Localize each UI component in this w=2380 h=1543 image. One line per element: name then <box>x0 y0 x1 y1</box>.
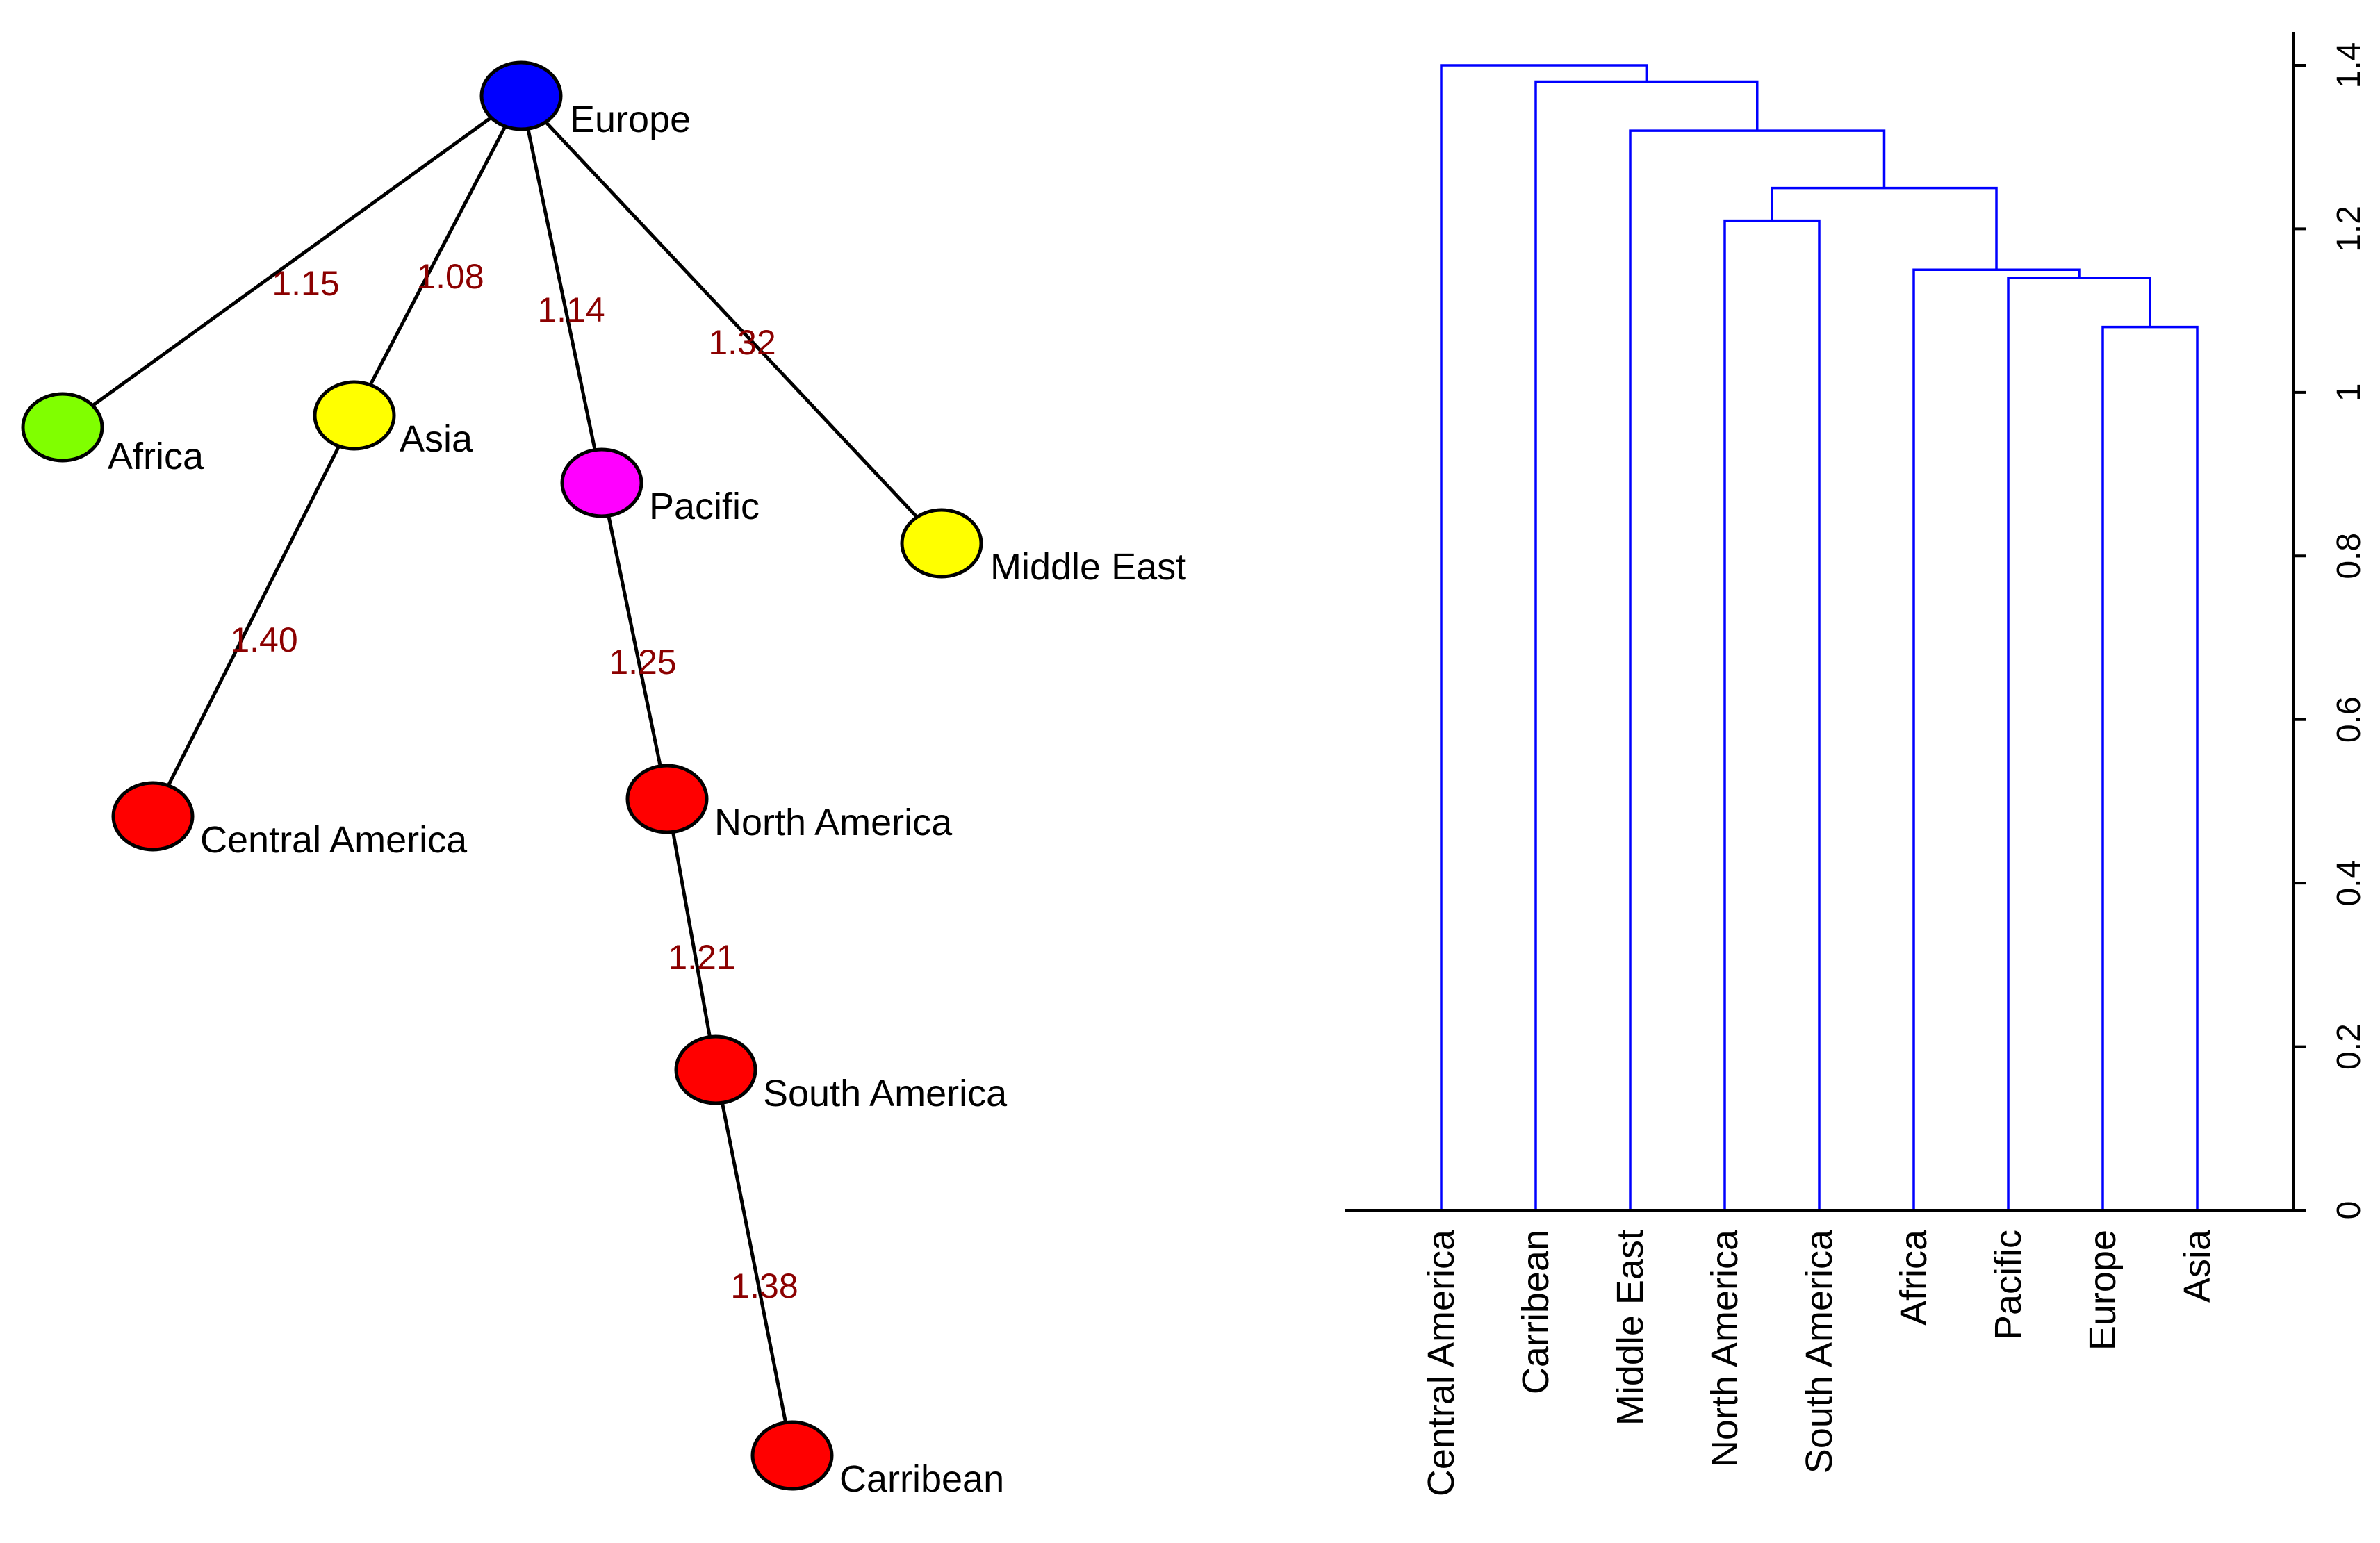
tree-edge-europe-asia <box>352 94 523 417</box>
node-label-south-america: South America <box>763 1073 1008 1114</box>
node-label-north-america: North America <box>714 802 953 843</box>
edge-label-pacific-north-america: 1.25 <box>609 643 676 682</box>
tree-edge-south-america-carribean <box>714 1069 794 1456</box>
dendrogram-ticks: 0 0.2 0.4 0.6 0.8 1 1.2 1.4 <box>2293 42 2367 1220</box>
dendrogram-link-3 <box>1912 268 2081 1210</box>
edge-label-europe-pacific: 1.14 <box>537 290 605 329</box>
leaf-label-north-america: North America <box>1704 1229 1746 1467</box>
tree-edge-europe-africa <box>61 94 523 429</box>
node-middle-east <box>900 508 983 579</box>
tree-edge-asia-central-america <box>151 414 356 818</box>
edge-label-europe-africa: 1.15 <box>272 264 339 303</box>
edge-label-north-america-south-america: 1.21 <box>668 938 735 977</box>
node-label-carribean: Carribean <box>839 1458 1004 1500</box>
node-label-asia: Asia <box>400 418 473 460</box>
dendrogram: 0 0.2 0.4 0.6 0.8 1 1.2 1.4 Central America Carr… <box>1345 32 2367 1496</box>
edge-label-south-america-carribean: 1.38 <box>730 1266 798 1305</box>
dendrogram-links <box>1440 64 2199 1210</box>
y-tick-label-1.4: 1.4 <box>2331 42 2367 89</box>
node-label-africa: Africa <box>108 436 204 477</box>
tree-edge-europe-pacific <box>519 95 604 484</box>
node-africa <box>21 392 104 463</box>
node-label-middle-east: Middle East <box>990 546 1186 588</box>
node-label-europe: Europe <box>570 99 691 140</box>
leaf-label-south-america: South America <box>1798 1229 1840 1474</box>
y-tick-label-1: 1 <box>2331 383 2367 402</box>
tree-edge-europe-middle-east <box>520 94 943 545</box>
node-europe <box>479 60 563 131</box>
dendrogram-link-8 <box>1440 64 1648 1210</box>
node-carribean <box>750 1420 834 1491</box>
y-tick-label-0: 0 <box>2331 1201 2367 1220</box>
y-tick-label-1.2: 1.2 <box>2331 206 2367 252</box>
leaf-label-europe: Europe <box>2082 1230 2124 1351</box>
edge-label-asia-central-america: 1.40 <box>230 620 297 659</box>
dendrogram-link-2 <box>2007 277 2151 1210</box>
leaf-label-carribean: Carribean <box>1515 1230 1557 1394</box>
tree-nodes <box>21 60 983 1491</box>
dendrogram-leaf-labels: Central America Carribean Middle East North… <box>1420 1229 2218 1496</box>
node-label-pacific: Pacific <box>649 486 760 527</box>
leaf-label-pacific: Pacific <box>1987 1230 2029 1340</box>
tree-edge-pacific-north-america <box>600 482 669 800</box>
node-south-america <box>674 1034 757 1105</box>
y-tick-label-0.2: 0.2 <box>2331 1023 2367 1070</box>
leaf-label-central-america: Central America <box>1420 1229 1462 1496</box>
y-tick-label-0.8: 0.8 <box>2331 533 2367 579</box>
y-tick-label-0.4: 0.4 <box>2331 860 2367 907</box>
node-central-america <box>111 781 195 852</box>
edge-label-europe-asia: 1.08 <box>416 257 484 296</box>
edge-label-europe-middle-east: 1.32 <box>708 323 775 362</box>
tree-edges <box>61 94 943 1456</box>
dendrogram-link-4 <box>1723 219 1821 1210</box>
node-asia <box>313 380 396 451</box>
tree-diagram: 1.15 1.08 1.14 1.32 1.40 1.25 1.21 1.38 EuropeA… <box>21 60 1186 1500</box>
leaf-label-africa: Africa <box>1893 1229 1935 1326</box>
leaf-label-middle-east: Middle East <box>1609 1230 1651 1426</box>
tree-edge-north-america-south-america <box>665 798 718 1071</box>
dendrogram-link-7 <box>1534 80 1759 1210</box>
dendrogram-link-1 <box>2101 325 2199 1210</box>
node-pacific <box>560 447 643 518</box>
node-north-america <box>625 764 709 834</box>
leaf-label-asia: Asia <box>2176 1229 2218 1303</box>
node-label-central-america: Central America <box>200 819 468 861</box>
dendrogram-link-5 <box>1771 186 1998 270</box>
tree-edge-labels: 1.15 1.08 1.14 1.32 1.40 1.25 1.21 1.38 <box>230 257 798 1305</box>
y-tick-label-0.6: 0.6 <box>2331 696 2367 743</box>
dendrogram-link-6 <box>1629 129 1886 1210</box>
